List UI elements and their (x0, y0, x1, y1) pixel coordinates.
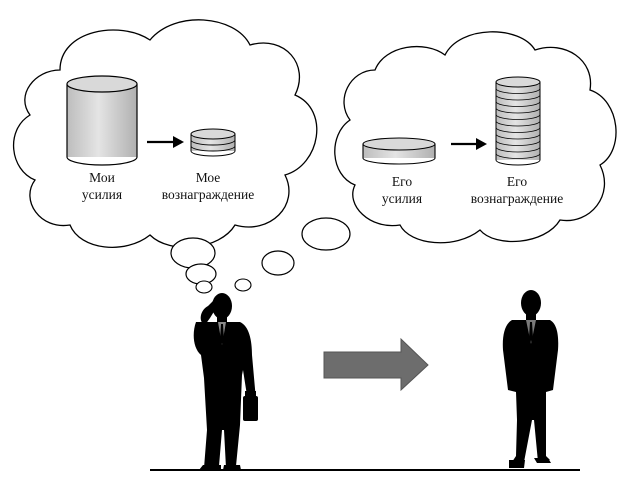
left-cloud-outline (13, 19, 318, 248)
my-effort-label-line2: усилия (82, 187, 122, 202)
left-small-arrow (147, 136, 184, 148)
connecting-thought-bubbles (234, 217, 351, 292)
his-effort-disk (362, 137, 436, 165)
my-effort-cylinder (66, 75, 138, 166)
my-effort-label-line1: Мои (89, 170, 115, 185)
right-small-arrow (451, 138, 487, 150)
his-effort-label-line2: усилия (382, 191, 422, 206)
man-hands-in-pockets-silhouette (502, 290, 559, 468)
left-thought-cloud: Мои усилия Мое вознаграждение (13, 19, 318, 248)
his-reward-label-line2: вознаграждение (471, 191, 564, 206)
my-reward-coins (190, 128, 236, 157)
his-reward-coins (495, 76, 541, 166)
right-thought-cloud: Его усилия Его вознаграждение (334, 31, 617, 244)
his-reward-label-line1: Его (507, 174, 527, 189)
my-reward-label-line2: вознаграждение (162, 187, 255, 202)
briefcase-icon (243, 391, 258, 421)
man-on-phone-silhouette (193, 293, 258, 470)
right-cloud-outline (334, 31, 617, 244)
left-thought-bubbles (170, 237, 217, 294)
his-effort-label-line1: Его (392, 174, 412, 189)
my-reward-label-line1: Мое (196, 170, 221, 185)
big-right-arrow (323, 337, 429, 392)
